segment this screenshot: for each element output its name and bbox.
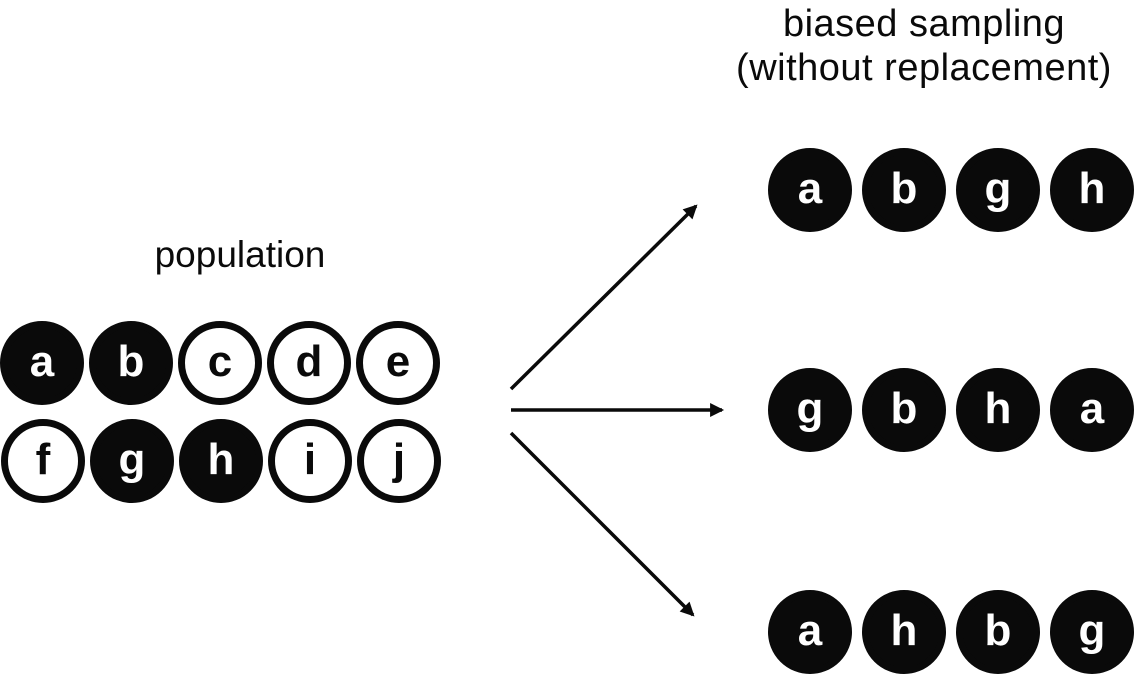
population-circle-f: f [1, 419, 85, 503]
population-circle-d-label: d [295, 337, 323, 386]
sample3-circle-3: b [956, 590, 1040, 674]
population-circle-c: c [178, 321, 262, 405]
population-circle-i: i [268, 419, 352, 503]
arrow-to-sample-1 [509, 204, 698, 391]
sample2-circle-3: h [956, 368, 1040, 452]
diagram-title-line2: (without replacement) [736, 47, 1112, 89]
population-circle-g-label: g [118, 435, 146, 484]
population-circle-j-label: j [392, 435, 406, 484]
sample1-circle-4: h [1050, 148, 1134, 232]
population-circle-i-label: i [303, 435, 317, 484]
arrow-to-sample-3 [509, 431, 695, 617]
sample-row-2: g b h a [768, 368, 1134, 452]
sample2-circle-2-label: b [890, 384, 918, 433]
sample3-circle-2: h [862, 590, 946, 674]
population-circle-f-label: f [35, 435, 51, 484]
sample2-circle-1: g [768, 368, 852, 452]
sample1-circle-2-label: b [890, 164, 918, 213]
sample-row-3: a h b g [768, 590, 1134, 674]
sample3-circle-1-label: a [797, 606, 823, 655]
population-circle-b-label: b [117, 337, 145, 386]
sample1-circle-3-label: g [984, 164, 1012, 213]
population-circle-e: e [356, 321, 440, 405]
population-circle-a: a [0, 321, 84, 405]
sample1-circle-3: g [956, 148, 1040, 232]
population-row-2: f g h i j [1, 419, 441, 503]
population-label: population [154, 234, 326, 275]
diagram-title-line1: biased sampling [782, 3, 1066, 45]
sample1-circle-2: b [862, 148, 946, 232]
sample3-circle-4-label: g [1078, 606, 1106, 655]
population-circle-e-label: e [385, 337, 411, 386]
sample1-circle-4-label: h [1078, 164, 1106, 213]
population-circle-a-label: a [29, 337, 55, 386]
sample2-circle-4: a [1050, 368, 1134, 452]
sample2-circle-2: b [862, 368, 946, 452]
population-circle-d: d [267, 321, 351, 405]
population-circle-b: b [89, 321, 173, 405]
population-circle-c-label: c [207, 337, 233, 386]
sample1-circle-1-label: a [797, 164, 823, 213]
diagram-title: biased sampling (without replacement) [704, 2, 1144, 90]
population-row-1: a b c d e [0, 321, 440, 405]
sample3-circle-1: a [768, 590, 852, 674]
population-circle-j: j [357, 419, 441, 503]
population-circle-g: g [90, 419, 174, 503]
sample-row-1: a b g h [768, 148, 1134, 232]
sample2-circle-1-label: g [796, 384, 824, 433]
population-circle-h: h [179, 419, 263, 503]
sample3-circle-2-label: h [890, 606, 918, 655]
sample2-circle-4-label: a [1079, 384, 1105, 433]
sample2-circle-3-label: h [984, 384, 1012, 433]
sample3-circle-3-label: b [984, 606, 1012, 655]
sample3-circle-4: g [1050, 590, 1134, 674]
sample1-circle-1: a [768, 148, 852, 232]
population-circle-h-label: h [207, 435, 235, 484]
